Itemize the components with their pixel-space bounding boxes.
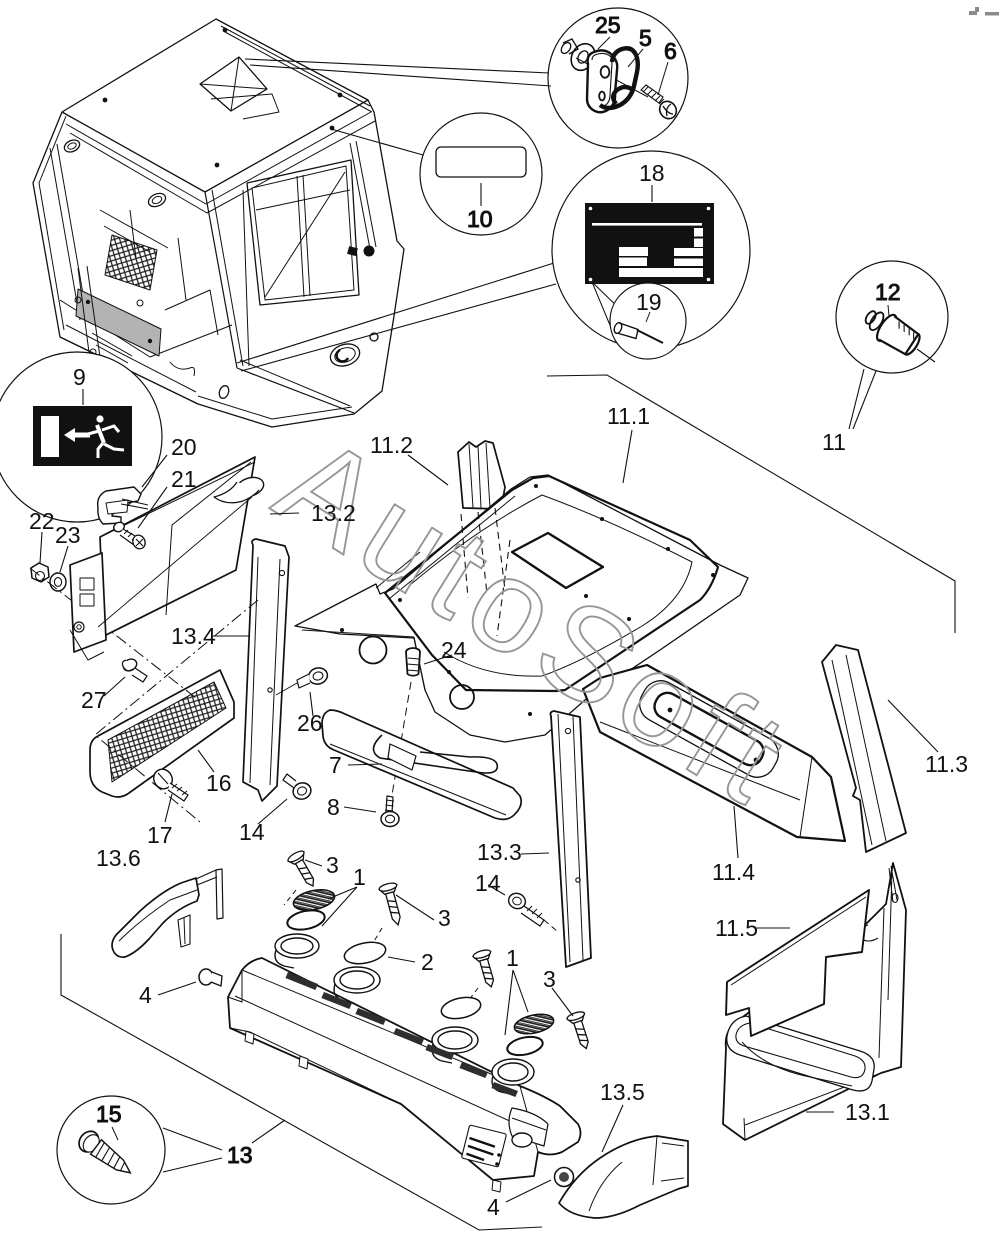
svg-text:11.4: 11.4 <box>712 859 755 885</box>
svg-text:18: 18 <box>639 160 665 186</box>
svg-text:1: 1 <box>506 945 519 971</box>
svg-text:27: 27 <box>81 687 107 713</box>
svg-text:13.1: 13.1 <box>845 1099 890 1125</box>
svg-text:3: 3 <box>543 966 556 992</box>
svg-text:6: 6 <box>664 38 677 64</box>
svg-text:8: 8 <box>327 794 340 820</box>
svg-text:21: 21 <box>171 466 197 492</box>
svg-text:13.2: 13.2 <box>311 500 356 526</box>
svg-text:9: 9 <box>73 364 86 390</box>
svg-text:1: 1 <box>353 864 366 890</box>
svg-text:3: 3 <box>326 852 339 878</box>
svg-text:13.4: 13.4 <box>171 623 216 649</box>
svg-text:12: 12 <box>875 279 901 305</box>
svg-text:14: 14 <box>475 870 501 896</box>
svg-text:13.3: 13.3 <box>477 839 522 865</box>
svg-text:11.1: 11.1 <box>607 403 650 429</box>
svg-text:20: 20 <box>171 434 197 460</box>
svg-text:24: 24 <box>441 637 467 663</box>
svg-text:13: 13 <box>227 1142 253 1168</box>
svg-text:4: 4 <box>487 1194 500 1220</box>
svg-text:26: 26 <box>297 710 323 736</box>
svg-text:25: 25 <box>595 12 621 38</box>
svg-text:23: 23 <box>55 522 81 548</box>
svg-text:11.3: 11.3 <box>925 751 968 777</box>
svg-text:11.2: 11.2 <box>370 432 413 458</box>
svg-text:15: 15 <box>96 1101 122 1127</box>
svg-text:10: 10 <box>467 206 493 232</box>
svg-text:17: 17 <box>147 822 173 848</box>
svg-text:19: 19 <box>636 289 662 315</box>
svg-text:22: 22 <box>29 508 55 534</box>
svg-text:4: 4 <box>139 982 152 1008</box>
svg-text:13.5: 13.5 <box>600 1079 645 1105</box>
svg-text:16: 16 <box>206 770 232 796</box>
svg-text:7: 7 <box>329 752 342 778</box>
svg-text:11: 11 <box>822 429 846 455</box>
svg-text:11.5: 11.5 <box>715 915 758 941</box>
svg-text:5: 5 <box>639 25 652 51</box>
svg-text:14: 14 <box>239 819 265 845</box>
svg-text:13.6: 13.6 <box>96 845 141 871</box>
svg-text:3: 3 <box>438 905 451 931</box>
svg-text:2: 2 <box>421 949 434 975</box>
